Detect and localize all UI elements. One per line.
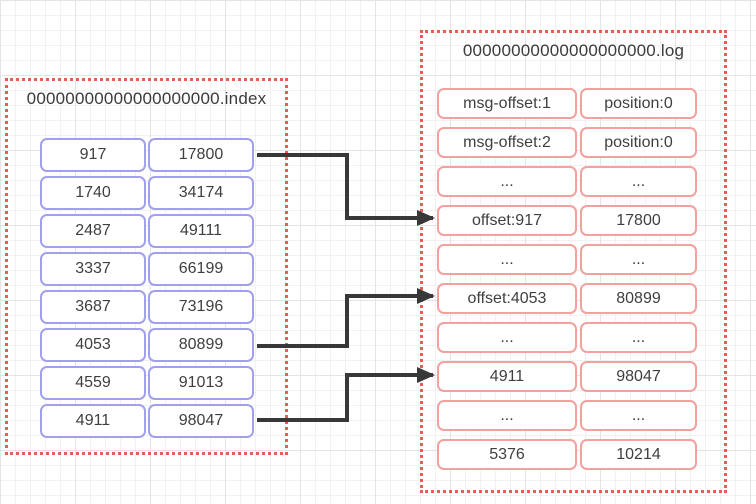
log-offset-cell: offset:917 <box>437 205 577 236</box>
log-offset-cell: ... <box>437 400 577 431</box>
log-table: msg-offset:1 position:0 msg-offset:2 pos… <box>437 88 697 478</box>
index-offset-cell: 3687 <box>40 290 146 324</box>
log-row: offset:4053 80899 <box>437 283 697 314</box>
index-offset-cell: 3337 <box>40 252 146 286</box>
log-position-cell: 80899 <box>580 283 697 314</box>
index-file-title: 00000000000000000000.index <box>26 89 267 108</box>
index-position-cell: 80899 <box>148 328 254 362</box>
index-position-cell: 49111 <box>148 214 254 248</box>
index-row: 4911 98047 <box>40 404 254 438</box>
index-offset-cell: 1740 <box>40 176 146 210</box>
index-row: 3337 66199 <box>40 252 254 286</box>
log-file-title: 00000000000000000000.log <box>462 41 685 60</box>
index-table: 917 17800 1740 34174 2487 49111 3337 661… <box>40 138 254 442</box>
log-position-cell: ... <box>580 400 697 431</box>
log-row: offset:917 17800 <box>437 205 697 236</box>
index-file-box: 00000000000000000000.index <box>5 78 288 455</box>
log-offset-cell: offset:4053 <box>437 283 577 314</box>
index-position-cell: 17800 <box>148 138 254 172</box>
index-position-cell: 34174 <box>148 176 254 210</box>
log-offset-cell: 5376 <box>437 439 577 470</box>
log-offset-cell: ... <box>437 322 577 353</box>
index-position-cell: 98047 <box>148 404 254 438</box>
index-offset-cell: 2487 <box>40 214 146 248</box>
index-position-cell: 91013 <box>148 366 254 400</box>
log-row: 4911 98047 <box>437 361 697 392</box>
log-row: 5376 10214 <box>437 439 697 470</box>
log-position-cell: position:0 <box>580 127 697 158</box>
log-row: ... ... <box>437 244 697 275</box>
log-position-cell: ... <box>580 166 697 197</box>
log-offset-cell: msg-offset:1 <box>437 88 577 119</box>
log-position-cell: 17800 <box>580 205 697 236</box>
index-row: 3687 73196 <box>40 290 254 324</box>
log-row: ... ... <box>437 166 697 197</box>
log-row: msg-offset:1 position:0 <box>437 88 697 119</box>
log-file-box: 00000000000000000000.log <box>420 30 727 493</box>
log-position-cell: ... <box>580 244 697 275</box>
index-row: 2487 49111 <box>40 214 254 248</box>
log-row: ... ... <box>437 400 697 431</box>
log-offset-cell: 4911 <box>437 361 577 392</box>
index-offset-cell: 4053 <box>40 328 146 362</box>
log-position-cell: ... <box>580 322 697 353</box>
log-row: msg-offset:2 position:0 <box>437 127 697 158</box>
log-position-cell: 10214 <box>580 439 697 470</box>
log-position-cell: position:0 <box>580 88 697 119</box>
log-offset-cell: ... <box>437 166 577 197</box>
log-offset-cell: msg-offset:2 <box>437 127 577 158</box>
index-offset-cell: 4911 <box>40 404 146 438</box>
log-position-cell: 98047 <box>580 361 697 392</box>
index-position-cell: 73196 <box>148 290 254 324</box>
index-row: 4559 91013 <box>40 366 254 400</box>
log-offset-cell: ... <box>437 244 577 275</box>
index-offset-cell: 917 <box>40 138 146 172</box>
index-row: 4053 80899 <box>40 328 254 362</box>
log-row: ... ... <box>437 322 697 353</box>
index-position-cell: 66199 <box>148 252 254 286</box>
index-row: 1740 34174 <box>40 176 254 210</box>
index-offset-cell: 4559 <box>40 366 146 400</box>
index-row: 917 17800 <box>40 138 254 172</box>
